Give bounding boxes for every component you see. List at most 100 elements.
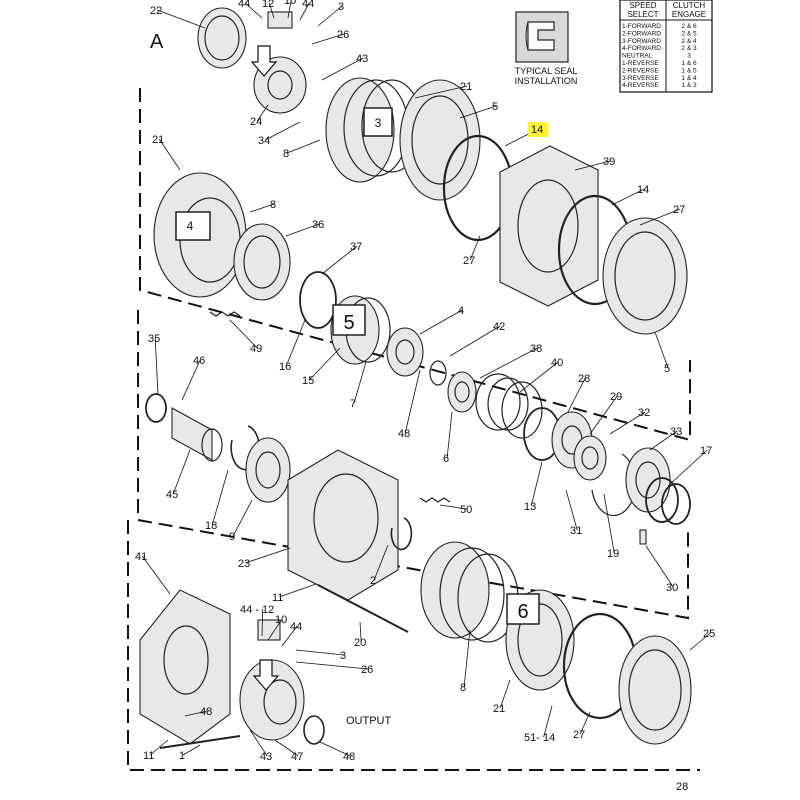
- callout-label-c3b: 3: [340, 650, 346, 662]
- shaft-46: [171, 407, 223, 462]
- callout-leader-line: [359, 621, 362, 643]
- callout-leader-line: [449, 325, 501, 357]
- table-speed-cell: NEUTRAL: [622, 53, 653, 60]
- callout-label-c1: 1: [179, 750, 185, 762]
- callout-label-c6: 6: [443, 453, 449, 465]
- output-label: OUTPUT: [346, 715, 392, 727]
- callout-leader-line: [286, 139, 321, 154]
- callout-label-c21a: 21: [460, 81, 472, 93]
- callout-label-c36: 36: [312, 219, 324, 231]
- middle-group-boundary: [137, 310, 689, 620]
- seal-17b: [661, 483, 691, 525]
- page-letter: A: [150, 31, 164, 53]
- callout-leader-line: [639, 208, 681, 226]
- callout-leader-line: [256, 104, 269, 122]
- callout-label-c3a: 3: [338, 1, 344, 13]
- callout-leader-line: [265, 121, 301, 141]
- callout-label-c8a: 8: [283, 148, 289, 160]
- callout-leader-line: [439, 504, 468, 510]
- callout-label-c4: 4: [458, 305, 464, 317]
- table-header-speed-1: SPEED: [629, 1, 656, 10]
- callout-label-c50: 50: [460, 504, 472, 516]
- snap-ring-2: [390, 517, 413, 551]
- clutch-box-3: 3: [363, 107, 393, 137]
- callout-label-c40: 40: [551, 357, 563, 369]
- page-number: 28: [676, 781, 688, 793]
- table-speed-cell: 3-REVERSE: [622, 75, 660, 82]
- callout-label-c45: 45: [166, 489, 178, 501]
- callout-leader-line: [295, 661, 369, 670]
- clutch-box-6: 6: [506, 593, 540, 625]
- callout-leader-line: [565, 489, 578, 531]
- callout-leader-line: [249, 729, 268, 757]
- callout-leader-line: [419, 309, 463, 335]
- seal-17a: [645, 477, 679, 523]
- callout-leader-line: [469, 235, 481, 261]
- washer-48: [429, 360, 447, 386]
- bearing-9: [245, 437, 291, 503]
- carrier-41: [139, 589, 231, 745]
- typical-seal-icon: [515, 11, 569, 63]
- table-clutch-cell: 3: [687, 53, 691, 60]
- callout-leader-line: [667, 449, 708, 487]
- callout-leader-line: [499, 679, 511, 709]
- callout-label-c26a: 26: [337, 29, 349, 41]
- callout-leader-line: [404, 369, 421, 434]
- seal-40: [501, 381, 543, 439]
- callout-label-c21c: 21: [493, 703, 505, 715]
- callout-label-c41: 41: [135, 551, 147, 563]
- callout-label-c11b: 11: [143, 750, 154, 762]
- callout-leader-line: [321, 57, 364, 81]
- table-speed-cell: 1-REVERSE: [622, 60, 660, 67]
- callout-leader-line: [645, 545, 674, 588]
- ring-gear-36: [233, 223, 291, 301]
- callout-label-c11a: 11: [272, 592, 283, 604]
- callout-leader-line: [249, 203, 275, 213]
- callout-leader-line: [184, 710, 208, 717]
- ring-gear-22: [197, 7, 247, 69]
- housing-plate-5: [399, 79, 481, 201]
- table-speed-cell: 4-FORWARD: [622, 45, 661, 52]
- callout-label-c49: 49: [250, 343, 262, 355]
- callout-label-c23: 23: [238, 558, 250, 570]
- callout-leader-line: [311, 33, 345, 45]
- callout-leader-line: [519, 361, 559, 393]
- callout-leader-line: [589, 395, 618, 435]
- callout-label-c2: 2: [370, 575, 376, 587]
- callout-label-c16: 16: [279, 361, 291, 373]
- callout-label-c44c: 44: [290, 621, 302, 633]
- callout-label-c8b: 8: [270, 199, 276, 211]
- callout-leader-line: [611, 188, 645, 206]
- callout-label-c27b: 27: [463, 255, 475, 267]
- callout-label-c44b: 44: [302, 0, 314, 10]
- callout-leader-line: [654, 331, 669, 369]
- table-speed-cell: 3-FORWARD: [622, 38, 661, 45]
- callout-label-c31: 31: [570, 525, 582, 537]
- callout-label-c46: 46: [193, 355, 205, 367]
- ring-gear-25: [618, 635, 692, 745]
- callout-label-c27a: 27: [673, 204, 685, 216]
- callout-label-c5a: 5: [492, 101, 498, 113]
- callout-label-c29: 29: [610, 391, 622, 403]
- ring-48-lower: [303, 715, 325, 745]
- callout-leader-line: [459, 105, 497, 119]
- table-speed-cell: 2-FORWARD: [622, 30, 661, 37]
- table-clutch-cell: 1 & 6: [681, 60, 697, 67]
- gear-29: [573, 435, 607, 481]
- callout-leader-line: [261, 608, 264, 637]
- callout-label-c39: 39: [603, 156, 615, 168]
- callout-label-c48c: 48: [343, 751, 355, 763]
- callout-label-c48b: 48: [200, 706, 212, 718]
- callout-label-c17: 17: [700, 445, 712, 457]
- callout-label-c14a: 14: [531, 124, 543, 136]
- callout-label-c19: 19: [607, 548, 619, 560]
- callout-label-c24: 24: [250, 116, 262, 128]
- callout-label-c14b: 14: [637, 184, 649, 196]
- clutch-box-4: 4: [175, 211, 211, 241]
- clutch-box-5: 5: [332, 304, 366, 336]
- ring-35: [145, 393, 167, 423]
- callout-leader-line: [574, 160, 611, 171]
- callout-label-c13: 13: [524, 501, 536, 513]
- callout-label-c26b: 26: [361, 664, 373, 676]
